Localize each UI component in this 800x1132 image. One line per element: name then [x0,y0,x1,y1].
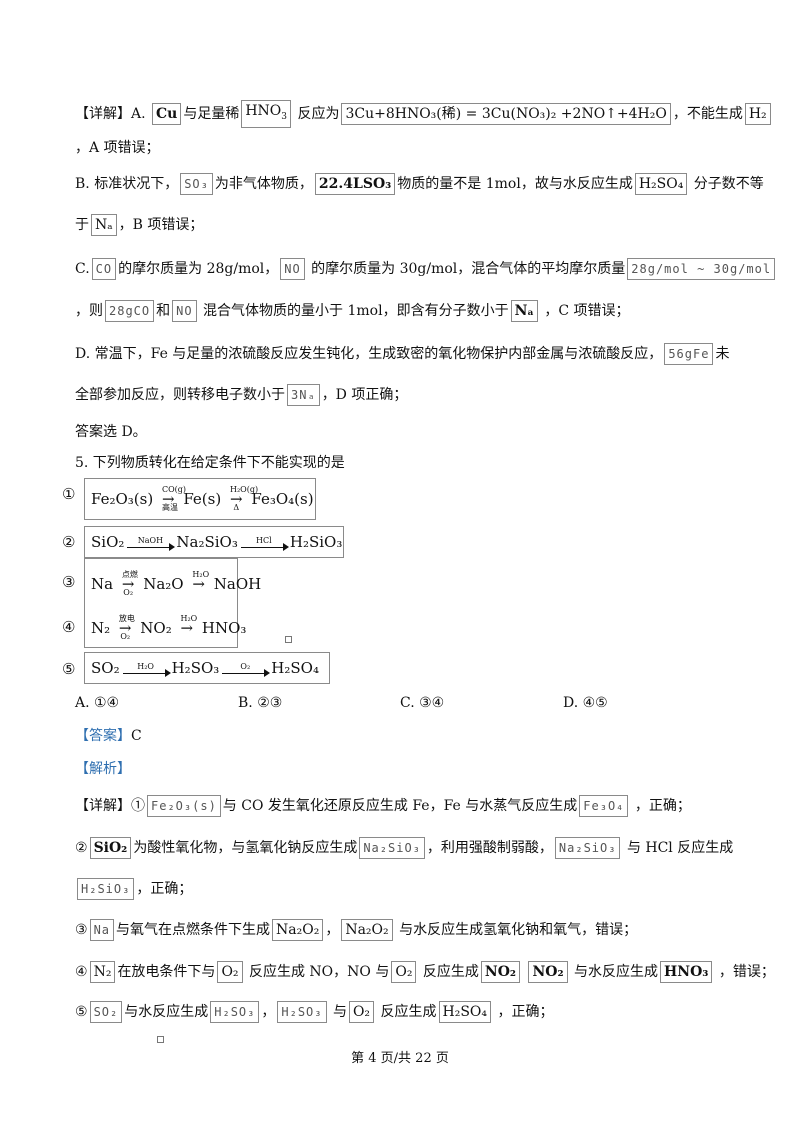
detail-d-line: D. 常温下，Fe 与足量的浓硫酸反应发生钝化，生成致密的氧化物保护内部金属与浓… [75,343,729,365]
option-d[interactable]: D. ④⑤ [563,695,608,711]
formula-box-h2so3-2: H₂SO₃ [277,1001,327,1023]
detail-a-line2: ，A 项错误； [75,140,160,156]
formula-3-4-box: Na 点燃→O₂ Na₂O H₂O→ NaOH N₂ 放电→O₂ NO₂ H₂O… [84,558,261,648]
formula-box-no2: NO₂ [480,961,521,983]
formula-box-o2: O₂ [217,961,243,983]
formula-box-hno3: HNO3 [241,100,292,128]
formula-box-na-atom: Na [89,919,115,941]
formula-box-na-2: Nₐ [510,300,538,322]
formula-box-22-4lso3: 22.4LSO₃ [314,173,396,195]
formula-box-na2sio3-2: Na₂SiO₃ [554,837,621,859]
option-b[interactable]: B. ②③ [238,695,283,711]
formula-3-num: ③ [62,573,76,591]
formula-box-h2so4: H₂SO₄ [634,173,688,195]
formula-box-o2-3: O₂ [348,1001,375,1023]
formula-box-no-2: NO [172,300,197,322]
answer-line: 答案选 D。 [75,424,147,440]
formula-box-molar-range: 28g/mol ~ 30g/mol [627,258,776,280]
formula-box-na2sio3: Na₂SiO₃ [359,837,425,859]
small-square-mark-2 [157,1036,164,1043]
formula-box-hno3-2: HNO₃ [660,961,713,983]
formula-box-3na: 3Nₐ [287,384,320,406]
formula-box-so2: SO₂ [89,1001,123,1023]
formula-4: N₂ 放电→O₂ NO₂ H₂O→ HNO₃ [91,614,247,641]
analysis-label: 【解析】 [75,761,131,777]
question-stem: 5. 下列物质转化在给定条件下不能实现的是 [75,455,345,471]
page-footer: 第 4 页/共 22 页 [351,1051,449,1066]
formula-box-fe3o4: Fe₃O₄ [579,795,629,817]
formula-box-co: CO [91,258,117,280]
option-c[interactable]: C. ③④ [400,695,445,711]
formula-box-n2: N₂ [89,961,116,983]
formula-box-28gco: 28gCO [105,300,155,322]
answer-label: 【答案】 [75,728,131,744]
formula-box-o2-2: O₂ [391,961,417,983]
formula-box-so3: SO₃ [180,173,213,195]
answer-value: C [131,728,142,744]
formula-box-sio2: SiO₂ [89,837,132,859]
detail2-line2b: H₂SiO₃，正确； [75,878,725,900]
formula-box-no: NO [280,258,305,280]
formula-box-cu: Cu [152,102,182,125]
formula-4-num: ④ [62,618,76,636]
formula-box-na2o2: Na₂O₂ [272,919,324,941]
formula-3: Na 点燃→O₂ Na₂O H₂O→ NaOH [91,570,262,597]
small-square-mark [285,636,292,643]
formula-box-h2sio3: H₂SiO₃ [77,878,135,900]
equation-box: 3Cu+8HNO₃(稀) = 3Cu(NO₃)₂ +2NO↑+4H₂O [341,102,671,125]
formula-box-fe2o3: Fe₂O₃(s) [147,795,221,817]
formula-box-h2so3: H₂SO₃ [210,1001,260,1023]
detail-label: 【详解】 [75,105,131,122]
formula-box-no2-2: NO₂ [528,961,568,983]
formula-5-num: ⑤ [62,660,76,678]
formula-box-na: Nₐ [91,214,117,236]
option-a[interactable]: A. ①④ [75,695,120,711]
formula-2-num: ② [62,533,76,551]
formula-box-h2: H₂ [744,102,771,125]
formula-box-na2o2-2: Na₂O₂ [341,919,393,941]
formula-1: Fe₂O₃(s) CO(g)→高温 Fe(s) H₂O(g)→Δ Fe₃O₄(s… [84,478,316,520]
answer-row: 【答案】C [75,725,725,747]
formula-box-h2so4-2: H₂SO₄ [438,1001,492,1023]
formula-1-num: ① [62,485,76,503]
formula-box-56gfe: 56gFe [664,343,714,365]
